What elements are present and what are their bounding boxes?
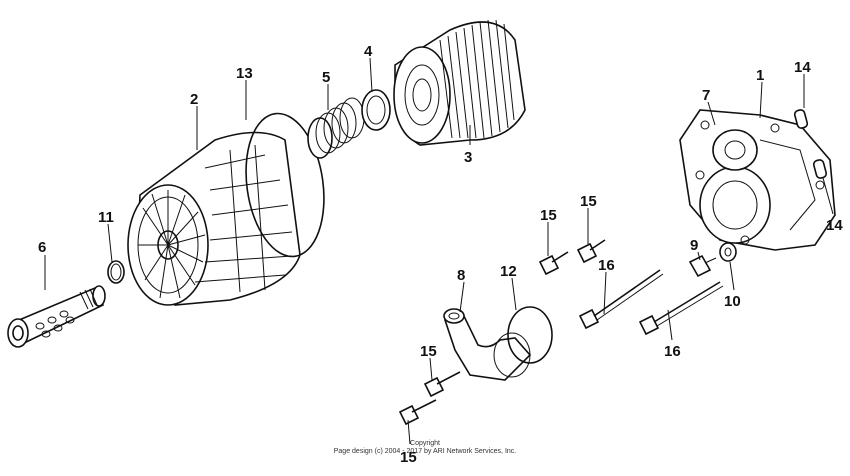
part-8-elbow — [443, 308, 532, 381]
callout-15-c: 15 — [420, 343, 437, 360]
copyright-label: Copyright — [410, 440, 440, 447]
callout-14-top: 14 — [794, 59, 811, 76]
callout-1: 1 — [756, 67, 764, 84]
part-4-washer — [361, 89, 391, 131]
callout-13: 13 — [236, 65, 253, 82]
callout-15-a: 15 — [540, 207, 557, 224]
callout-14-bottom: 14 — [826, 217, 843, 234]
part-2-filter-cover — [127, 131, 301, 306]
part-1-pump-body — [679, 109, 836, 251]
callout-16-a: 16 — [598, 257, 615, 274]
part-14-dowel-pins — [793, 109, 828, 179]
part-3-oil-filter-element — [393, 19, 526, 146]
part-9-bolt — [688, 254, 717, 278]
leader-lines — [44, 57, 834, 445]
callout-6: 6 — [38, 239, 46, 256]
part-11-o-ring — [107, 260, 125, 284]
callout-5: 5 — [322, 69, 330, 86]
callout-16-b: 16 — [664, 343, 681, 360]
callout-15-d: 15 — [400, 449, 417, 466]
callout-4: 4 — [364, 43, 373, 60]
part-6-oil-strainer — [7, 285, 106, 348]
part-16-bolts — [578, 269, 724, 336]
callout-7: 7 — [702, 87, 710, 104]
callout-11: 11 — [98, 209, 114, 226]
callout-10: 10 — [724, 293, 741, 310]
callout-3: 3 — [464, 149, 472, 166]
part-12-gasket — [507, 306, 553, 364]
callout-2: 2 — [190, 91, 198, 108]
part-13-large-o-ring — [245, 112, 325, 258]
callout-9: 9 — [690, 237, 698, 254]
callout-12: 12 — [500, 263, 517, 280]
callout-8: 8 — [457, 267, 465, 284]
callout-15-b: 15 — [580, 193, 597, 210]
part-15-small-bolts — [398, 239, 606, 426]
part-5-spring — [307, 97, 365, 159]
part-10-washer — [719, 242, 737, 262]
copyright-text: Page design (c) 2004 - 2017 by ARI Netwo… — [334, 448, 517, 455]
